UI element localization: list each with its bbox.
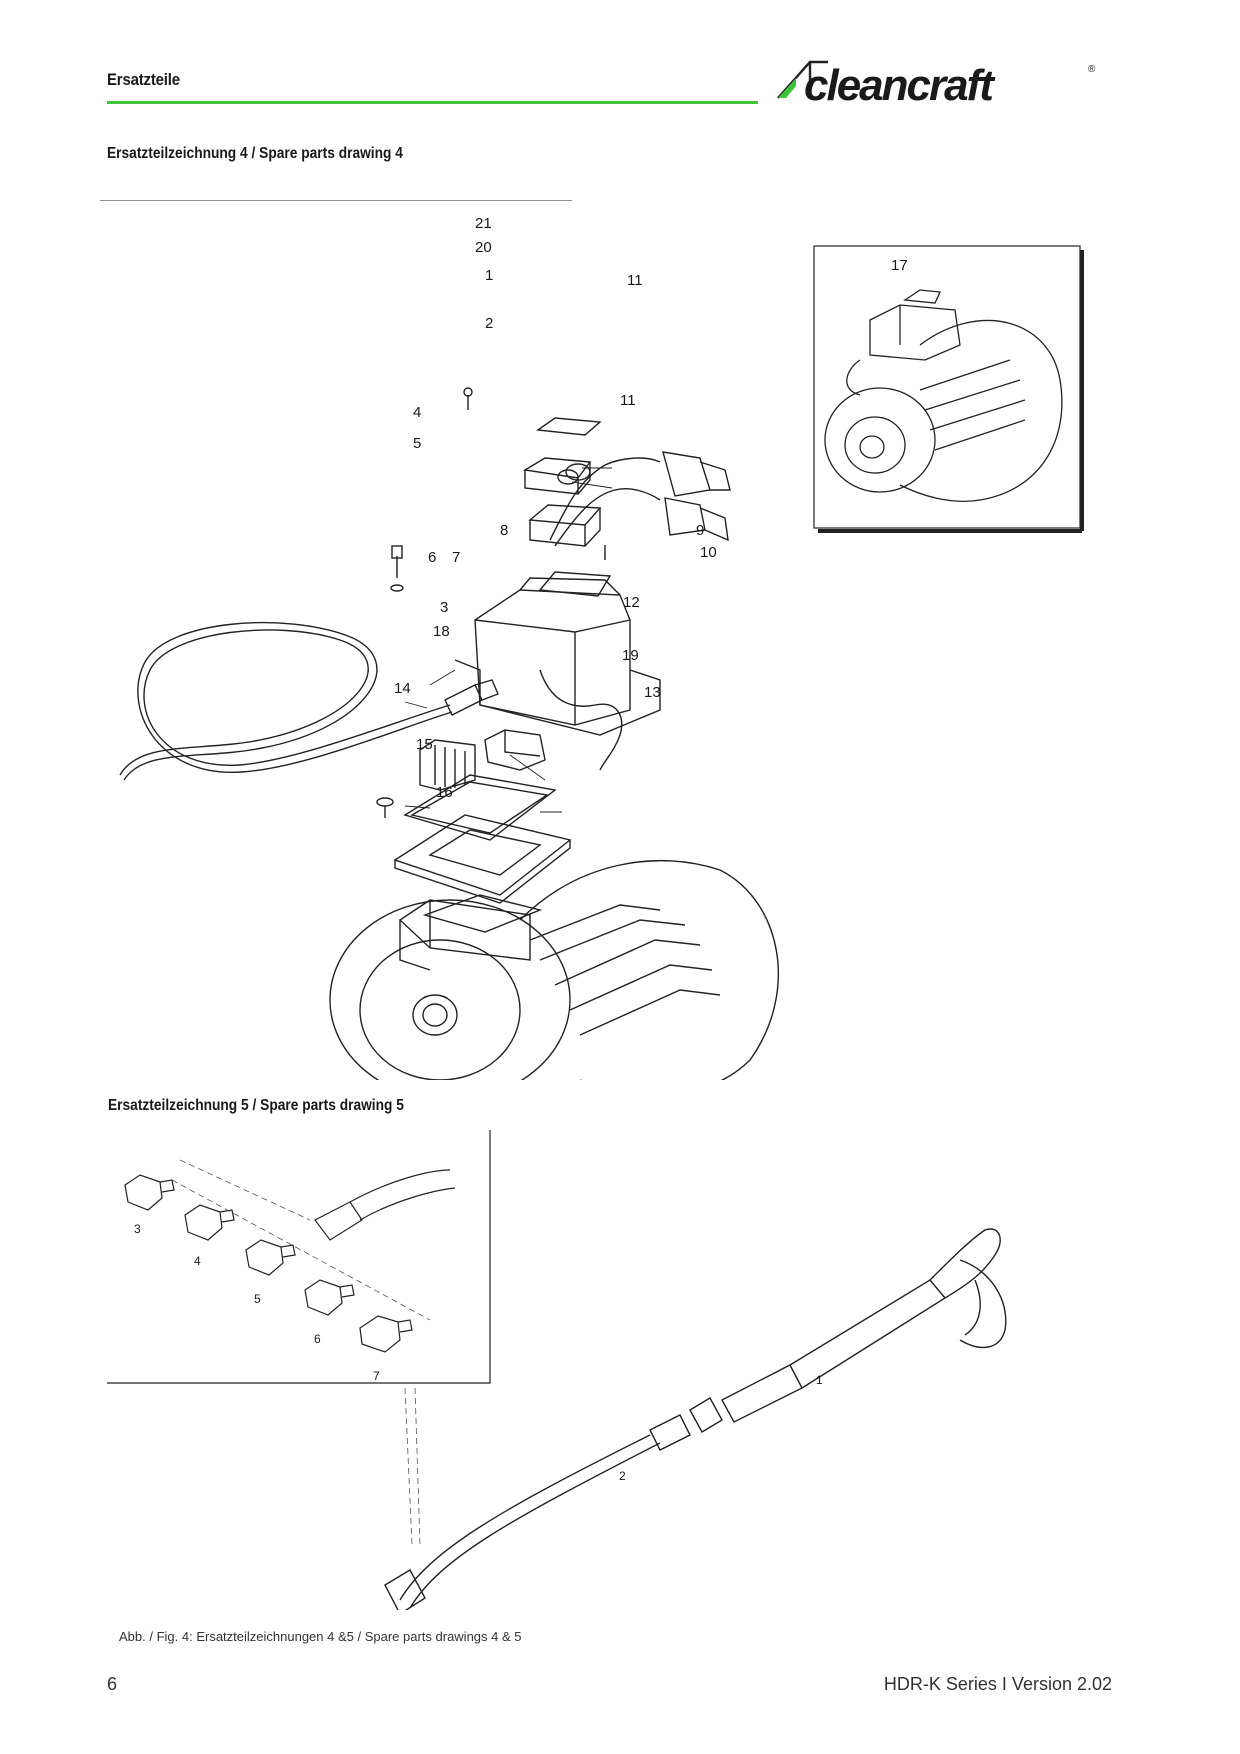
inset-motor-illustration: [824, 289, 1063, 502]
callout-19: 19: [622, 647, 639, 664]
callout-d5-6: 6: [314, 1332, 321, 1346]
logo-wordmark: cleancraft: [804, 61, 996, 106]
callout-3: 3: [440, 599, 448, 616]
callout-18: 18: [433, 623, 450, 640]
callout-7: 7: [452, 549, 460, 566]
callout-5: 5: [413, 435, 421, 452]
drawing4-heading: Ersatzteilzeichnung 4 / Spare parts draw…: [107, 145, 403, 162]
nozzle-inset-frame: [107, 1130, 491, 1384]
callout-13: 13: [644, 684, 661, 701]
callout-11-upper: 11: [627, 272, 643, 289]
callout-20: 20: [475, 239, 492, 256]
callout-17: 17: [891, 257, 908, 274]
callout-d5-3: 3: [134, 1222, 141, 1236]
callout-1: 1: [485, 267, 493, 284]
callout-11-lower: 11: [620, 392, 636, 409]
spray-gun-illustration: [384, 1228, 1007, 1610]
callout-d5-7: 7: [373, 1369, 380, 1383]
page-number: 6: [107, 1674, 118, 1694]
header-divider: [107, 101, 758, 104]
callout-8: 8: [500, 522, 508, 539]
drawing5-lance-exploded-view: 3 4 5 6 7 1 2: [107, 1130, 1007, 1610]
callout-2: 2: [485, 315, 493, 332]
document-version: HDR-K Series I Version 2.02: [883, 1674, 1112, 1694]
callout-21: 21: [475, 215, 492, 232]
callout-d5-1: 1: [816, 1373, 823, 1387]
callout-12: 12: [623, 594, 640, 611]
callout-4: 4: [413, 404, 421, 421]
callout-15: 15: [416, 736, 433, 753]
figure-caption: Abb. / Fig. 4: Ersatzteilzeichnungen 4 &…: [119, 1629, 522, 1644]
nozzle-set-illustration: [124, 1169, 456, 1353]
callout-d5-4: 4: [194, 1254, 201, 1268]
callout-10: 10: [700, 544, 717, 561]
callout-d5-2: 2: [619, 1469, 626, 1483]
callout-6: 6: [428, 549, 436, 566]
registered-mark: ®: [1088, 64, 1096, 75]
callout-d5-5: 5: [254, 1292, 261, 1306]
callout-21: 21: [424, 200, 441, 204]
drawing4-callouts: 21 20 1 11 2 11 4 5 8 9 10 6 7 3 18 12 1…: [394, 215, 1084, 801]
callout-16: 16: [436, 784, 453, 801]
callout-14: 14: [394, 680, 411, 697]
drawing5-heading: Ersatzteilzeichnung 5 / Spare parts draw…: [108, 1097, 404, 1114]
page-header-title: Ersatzteile: [107, 70, 180, 89]
drawing4-motor-exploded-view: 21: [100, 200, 780, 1080]
cleancraft-logo: cleancraft ®: [777, 60, 1096, 106]
callout-9: 9: [696, 522, 704, 539]
